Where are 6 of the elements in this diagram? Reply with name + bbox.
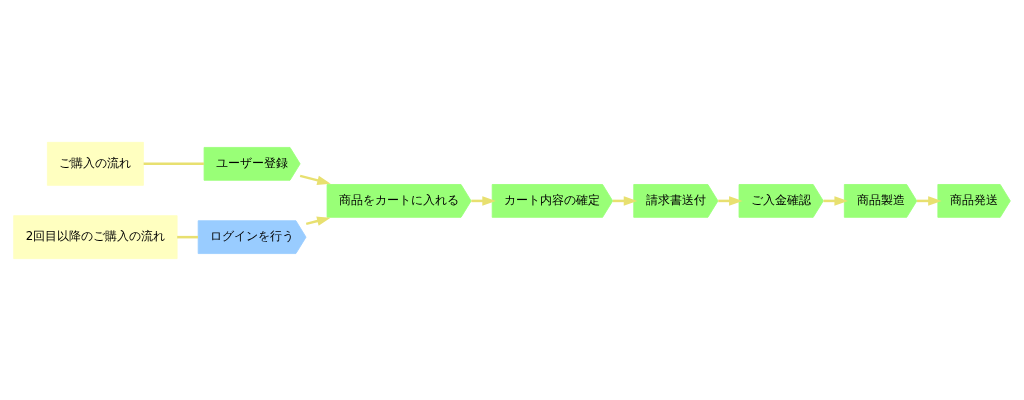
connector — [143, 162, 204, 165]
arrow — [305, 215, 331, 226]
arrow — [299, 174, 331, 185]
node-box: ご購入の流れ — [46, 141, 144, 186]
node-box: 2回目以降のご購入の流れ — [13, 214, 178, 259]
connector — [177, 235, 198, 238]
